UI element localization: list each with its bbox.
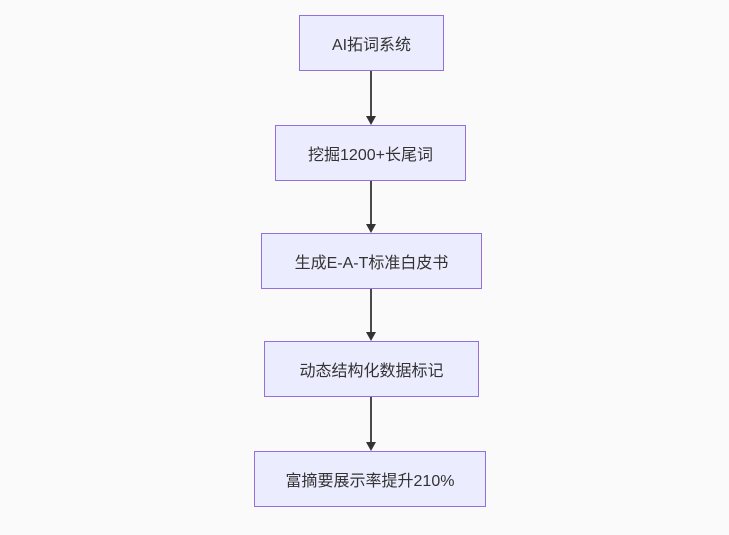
edge-line [370,289,372,333]
flowchart-node-4: 动态结构化数据标记 [264,341,479,397]
node-label: 富摘要展示率提升210% [285,473,455,490]
node-label: 生成E-A-T标准白皮书 [294,255,449,272]
edge-line [370,71,372,117]
edge-arrow-1 [366,71,376,125]
flowchart-node-1: AI拓词系统 [299,15,444,71]
flowchart-node-5: 富摘要展示率提升210% [254,451,486,507]
node-label: AI拓词系统 [331,37,412,54]
arrowhead-down-icon [366,116,376,125]
flowchart-node-3: 生成E-A-T标准白皮书 [261,233,482,289]
node-label: 动态结构化数据标记 [299,363,444,380]
node-label: 挖掘1200+长尾词 [308,147,433,164]
edge-arrow-4 [366,397,376,451]
arrowhead-down-icon [366,442,376,451]
flowchart-node-2: 挖掘1200+长尾词 [275,125,466,181]
arrowhead-down-icon [366,224,376,233]
edge-line [370,397,372,443]
edge-line [370,181,372,225]
arrowhead-down-icon [366,332,376,341]
edge-arrow-3 [366,289,376,341]
edge-arrow-2 [366,181,376,233]
